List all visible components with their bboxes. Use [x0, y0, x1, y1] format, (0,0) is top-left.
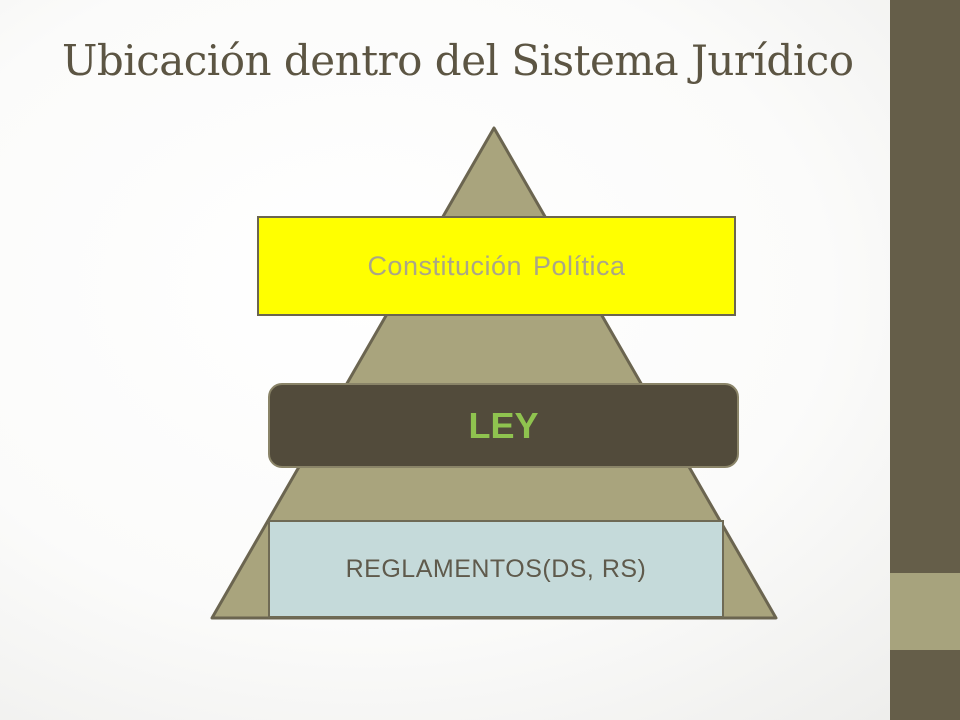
pyramid-triangle: [210, 126, 778, 620]
side-bar-bottom: [890, 650, 960, 720]
side-bar-top: [890, 0, 960, 573]
pyramid-level-reglamentos: REGLAMENTOS(DS, RS): [268, 520, 724, 618]
pyramid-level-constitucion: Constitución Política: [257, 216, 736, 316]
level-label: Constitución Política: [367, 250, 626, 281]
side-bar-accent: [890, 573, 960, 650]
level-label: REGLAMENTOS(DS, RS): [345, 554, 647, 583]
pyramid-level-ley: LEY: [268, 383, 739, 468]
level-label: LEY: [468, 404, 539, 446]
slide-title: Ubicación dentro del Sistema Jurídico: [62, 36, 854, 85]
